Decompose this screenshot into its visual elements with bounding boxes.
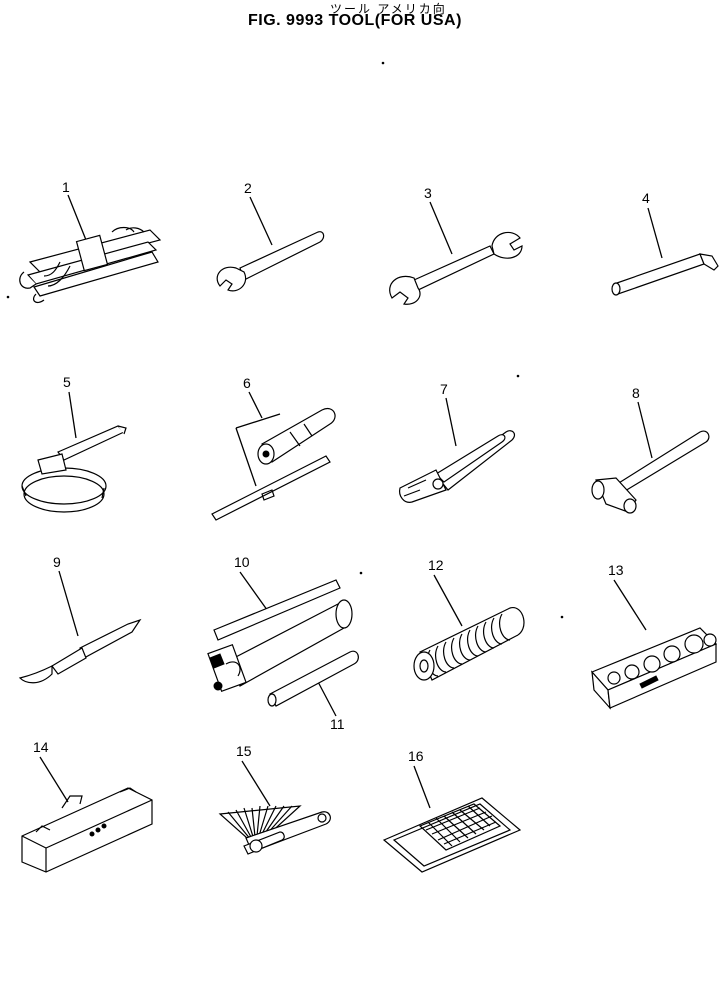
tool-16-instruction-card: 16 [382,748,522,873]
japanese-title: ツール アメリカ向 [330,2,447,16]
callout-11: 11 [330,716,345,732]
callout-13: 13 [608,562,624,578]
tool-15-feeler-gauge: 15 [218,743,331,855]
tool-4-hex-key: 4 [611,190,719,296]
tool-8-hammer: 8 [591,385,710,514]
tool-6-screwdriver: 6 [211,375,336,521]
tool-9-knife: 9 [18,554,142,684]
callout-3: 3 [424,185,432,201]
callout-14: 14 [33,739,49,755]
callout-12: 12 [428,557,444,573]
tool-14-tool-bag: 14 [21,739,153,873]
tool-13-socket-set: 13 [590,562,718,710]
tool-11-extension-pipe: 11 [267,650,359,732]
callout-1: 1 [62,179,70,195]
figure-title: FIG. 9993 TOOL(FOR USA) [248,12,462,29]
callout-6: 6 [243,375,251,391]
tool-2-spanner: 2 [216,180,325,292]
tool-1-wrench-set: 1 [19,179,162,304]
callout-4: 4 [642,190,650,206]
callout-2: 2 [244,180,252,196]
callout-16: 16 [408,748,424,764]
callout-8: 8 [632,385,640,401]
tool-7-pliers: 7 [399,381,516,503]
tool-10-grease-gun: 10 [207,554,353,693]
callout-5: 5 [63,374,71,390]
callout-10: 10 [234,554,250,570]
callout-9: 9 [53,554,61,570]
callout-7: 7 [440,381,448,397]
tool-12-hose: 12 [413,557,525,681]
tool-3-double-wrench: 3 [389,185,523,305]
tool-5-filter-wrench: 5 [21,374,127,513]
callout-15: 15 [236,743,252,759]
